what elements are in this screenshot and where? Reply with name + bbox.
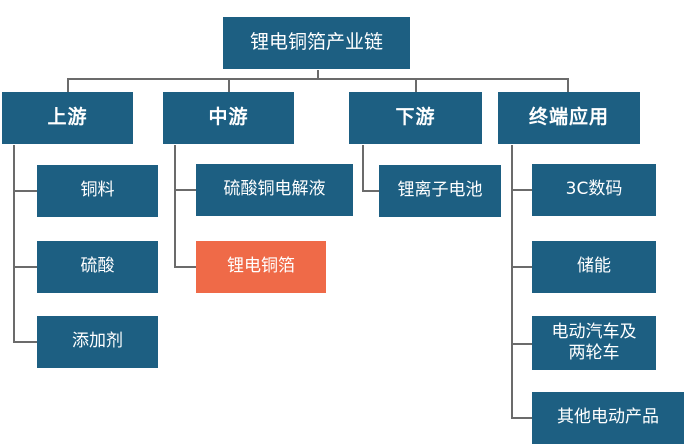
node-other-electric-products: 其他电动产品 [532,392,684,444]
connector-bus [67,78,569,80]
connector-midstream-1 [174,189,196,191]
node-copper-sulfate-electrolyte: 硫酸铜电解液 [196,164,353,216]
node-additive: 添加剂 [37,316,158,368]
connector-upstream-2 [13,266,37,268]
connector-root-down [317,70,319,79]
node-energy-storage: 储能 [532,241,656,293]
connector-upstream-1 [13,190,37,192]
category-terminal: 终端应用 [498,92,640,144]
category-downstream: 下游 [349,92,482,144]
connector-upstream-3 [13,341,37,343]
connector-terminal-1 [511,189,532,191]
node-lithium-copper-foil: 锂电铜箔 [196,241,326,293]
connector-terminal-4 [511,417,532,419]
connector-terminal-3 [511,343,532,345]
root-node: 锂电铜箔产业链 [223,17,410,69]
node-sulfuric-acid: 硫酸 [37,241,158,293]
node-ev-and-two-wheelers: 电动汽车及 两轮车 [532,316,656,370]
connector-midstream-2 [174,266,196,268]
node-copper-material: 铜料 [37,165,158,217]
connector-upstream-spine [13,145,15,342]
connector-downstream-1 [362,190,379,192]
connector-midstream-spine [174,145,176,268]
node-3c-digital: 3C数码 [532,164,656,216]
node-lithium-ion-battery: 锂离子电池 [379,165,501,217]
category-upstream: 上游 [2,92,133,144]
connector-terminal-spine [511,145,513,419]
connector-downstream-spine [362,145,364,192]
connector-cat-upstream [67,78,69,92]
connector-cat-terminal [567,78,569,92]
category-midstream: 中游 [163,92,294,144]
connector-terminal-2 [511,266,532,268]
connector-cat-midstream [228,78,230,92]
connector-cat-downstream [415,78,417,92]
